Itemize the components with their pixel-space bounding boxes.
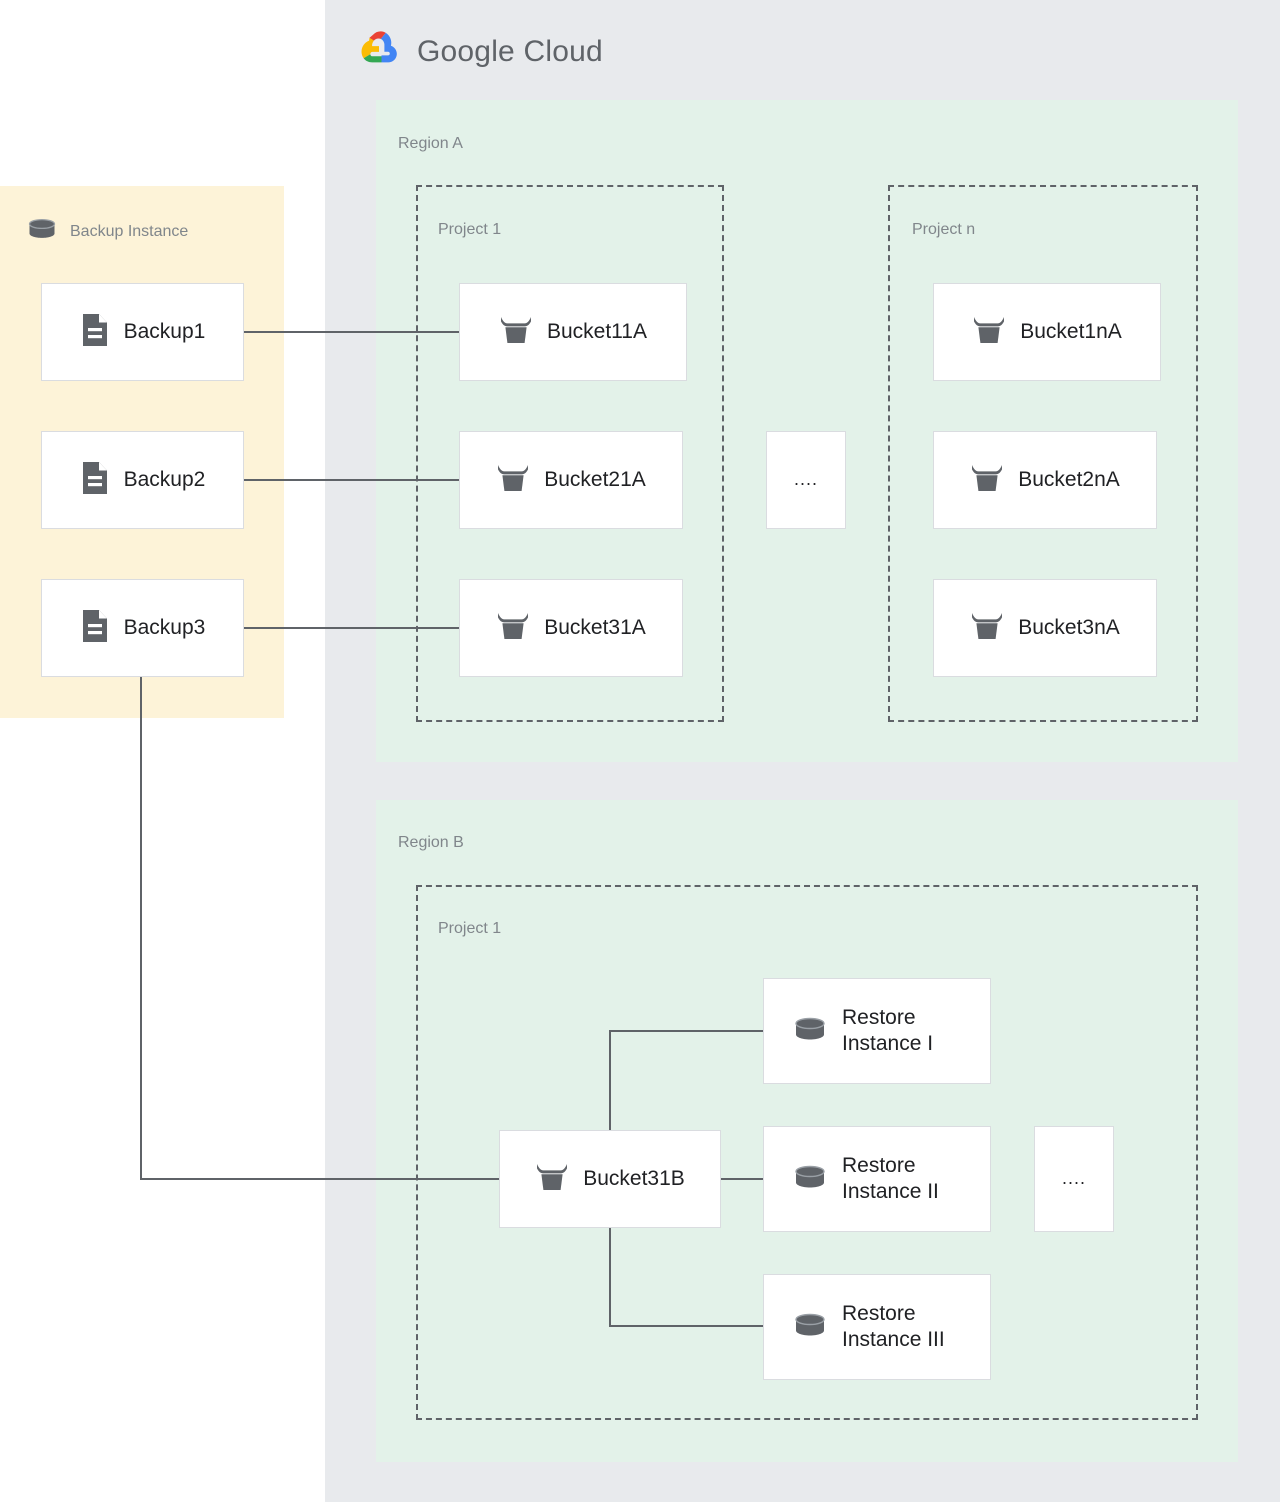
- connector-bucket31b-restore-ii: [721, 1178, 763, 1180]
- ellipsis-label: ....: [793, 469, 818, 490]
- ellipsis-label: ....: [1061, 1168, 1086, 1189]
- google-cloud-logo-icon: [355, 28, 405, 75]
- region-a-project-1-container: [416, 185, 724, 722]
- region-a-label: Region A: [398, 135, 463, 152]
- node-bucket2na[interactable]: Bucket2nA: [933, 431, 1157, 529]
- logo-word-google: Google: [417, 34, 515, 68]
- node-label: Bucket11A: [546, 320, 647, 344]
- connector-backup2-bucket21a: [244, 479, 459, 481]
- region-b-ellipsis-box: ....: [1034, 1126, 1114, 1232]
- database-cylinder-icon: [792, 1310, 828, 1345]
- node-restore-instance-ii[interactable]: Restore Instance II: [763, 1126, 991, 1232]
- connector-bucket31b-restore-iii-horizontal: [609, 1325, 763, 1327]
- connector-bucket31b-restore-i-horizontal: [609, 1030, 763, 1032]
- node-backup3[interactable]: Backup3: [41, 579, 244, 677]
- region-b-project-1-label: Project 1: [438, 920, 502, 937]
- region-a-project-n-container: [888, 185, 1198, 722]
- connector-backup3-bucket31b-vertical: [140, 677, 142, 1179]
- node-label: Restore Instance III: [842, 1302, 945, 1351]
- storage-bucket-icon: [535, 1162, 569, 1197]
- node-label: Bucket31A: [544, 616, 646, 640]
- connector-bucket31b-restore-iii-vertical: [609, 1228, 611, 1327]
- node-backup1[interactable]: Backup1: [41, 283, 244, 381]
- storage-bucket-icon: [972, 315, 1006, 350]
- region-a-project-n-label: Project n: [912, 221, 976, 238]
- storage-bucket-icon: [970, 463, 1004, 498]
- node-bucket1na[interactable]: Bucket1nA: [933, 283, 1161, 381]
- document-icon: [80, 609, 110, 648]
- node-label: Backup1: [123, 320, 206, 344]
- document-icon: [80, 461, 110, 500]
- connector-backup1-bucket11a: [244, 331, 459, 333]
- google-cloud-logo-label: Google Cloud: [417, 35, 603, 69]
- connector-backup3-bucket31a: [244, 627, 459, 629]
- database-cylinder-icon: [792, 1014, 828, 1049]
- connector-backup3-bucket31b-horizontal: [140, 1178, 499, 1180]
- node-label: Bucket1nA: [1020, 320, 1122, 344]
- node-bucket11a[interactable]: Bucket11A: [459, 283, 687, 381]
- node-label: Backup3: [123, 616, 206, 640]
- node-restore-instance-iii[interactable]: Restore Instance III: [763, 1274, 991, 1380]
- node-restore-instance-i[interactable]: Restore Instance I: [763, 978, 991, 1084]
- storage-bucket-icon: [496, 463, 530, 498]
- google-cloud-logo: Google Cloud: [355, 28, 603, 75]
- node-label: Restore Instance I: [842, 1006, 934, 1055]
- connector-bucket31b-restore-i-vertical: [609, 1030, 611, 1130]
- database-cylinder-icon: [792, 1162, 828, 1197]
- node-label: Bucket2nA: [1018, 468, 1120, 492]
- node-label: Bucket31B: [583, 1167, 685, 1191]
- node-label: Restore Instance II: [842, 1154, 939, 1203]
- node-bucket31b[interactable]: Bucket31B: [499, 1130, 721, 1228]
- backup-instance-header: Backup Instance: [26, 216, 188, 247]
- node-backup2[interactable]: Backup2: [41, 431, 244, 529]
- region-a-ellipsis-box: ....: [766, 431, 846, 529]
- node-bucket21a[interactable]: Bucket21A: [459, 431, 683, 529]
- document-icon: [80, 313, 110, 352]
- node-bucket31a[interactable]: Bucket31A: [459, 579, 683, 677]
- logo-word-cloud: Cloud: [523, 34, 603, 68]
- node-label: Bucket3nA: [1018, 616, 1120, 640]
- node-bucket3na[interactable]: Bucket3nA: [933, 579, 1157, 677]
- node-label: Backup2: [123, 468, 206, 492]
- database-cylinder-icon: [26, 216, 58, 247]
- node-label: Bucket21A: [544, 468, 646, 492]
- region-b-label: Region B: [398, 834, 464, 851]
- region-b-project-1-container: [416, 885, 1198, 1420]
- region-a-project-1-label: Project 1: [438, 221, 502, 238]
- backup-instance-title: Backup Instance: [70, 222, 189, 240]
- storage-bucket-icon: [496, 611, 530, 646]
- storage-bucket-icon: [499, 315, 533, 350]
- storage-bucket-icon: [970, 611, 1004, 646]
